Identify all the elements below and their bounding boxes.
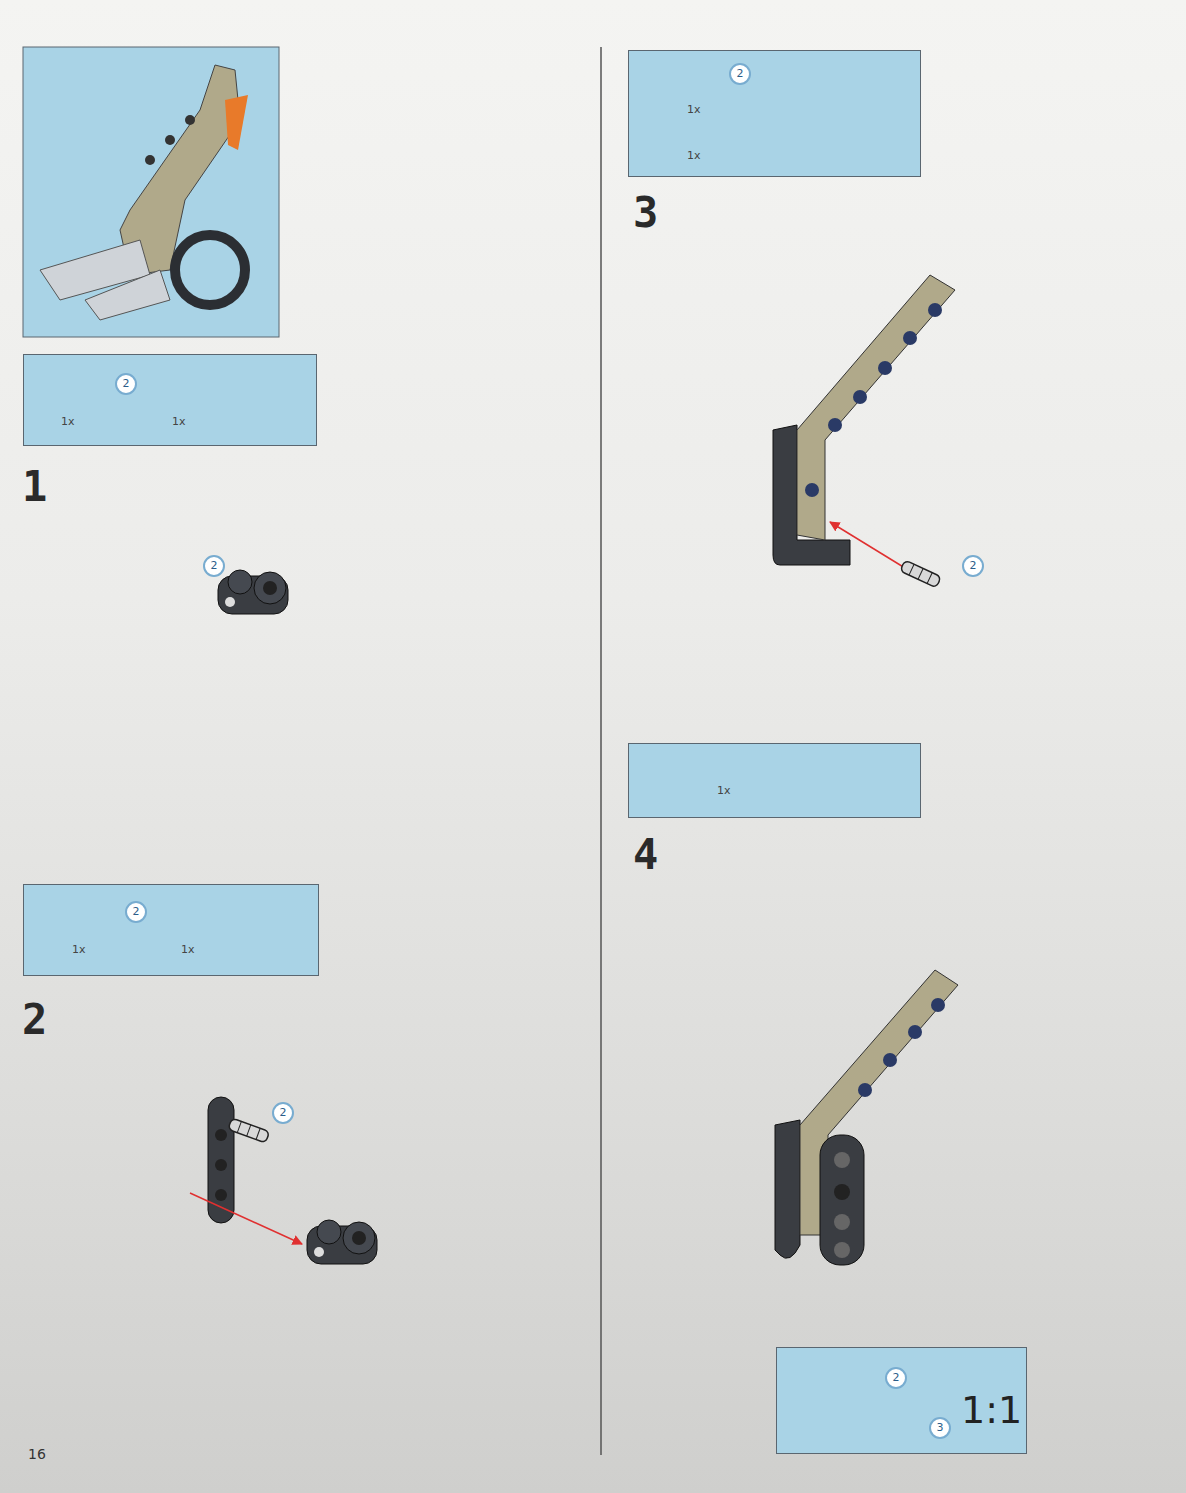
- parts-box: 2 1x 1x: [628, 50, 921, 177]
- preview-box: [23, 47, 279, 337]
- scale-label: 1:1: [961, 1388, 1022, 1432]
- connector-part: [218, 570, 288, 614]
- divider: [600, 47, 602, 1455]
- part-count: 1x: [687, 103, 701, 116]
- callout-number: 2: [729, 63, 751, 85]
- step-number: 2: [22, 995, 47, 1044]
- page-number: 16: [28, 1446, 46, 1462]
- callout-number: 2: [272, 1102, 294, 1124]
- step-number: 1: [22, 462, 47, 511]
- parts-box: 1x: [628, 743, 921, 818]
- callout-number: 2: [203, 555, 225, 577]
- beam-part: [208, 1097, 234, 1223]
- callout-number: 2: [962, 555, 984, 577]
- step-number: 4: [633, 830, 658, 879]
- callout-number: 2: [115, 373, 137, 395]
- part-count: 1x: [687, 149, 701, 162]
- parts-box: 2 3 1:1: [776, 1347, 1027, 1454]
- parts-box: 2 1x 1x: [23, 354, 317, 446]
- callout-number: 2: [885, 1367, 907, 1389]
- callout-number: 2: [125, 901, 147, 923]
- part-count: 1x: [181, 943, 195, 956]
- part-count: 1x: [717, 784, 731, 797]
- assembly: [773, 275, 955, 588]
- part-count: 1x: [72, 943, 86, 956]
- part-count: 1x: [172, 415, 186, 428]
- connector-part: [307, 1220, 377, 1264]
- part-count: 1x: [61, 415, 75, 428]
- preview-model: [40, 65, 248, 320]
- pin-part: [228, 1118, 270, 1143]
- step-number: 3: [633, 188, 658, 237]
- callout-number: 3: [929, 1417, 951, 1439]
- assembly: [775, 970, 958, 1265]
- parts-box: 2 1x 1x: [23, 884, 319, 976]
